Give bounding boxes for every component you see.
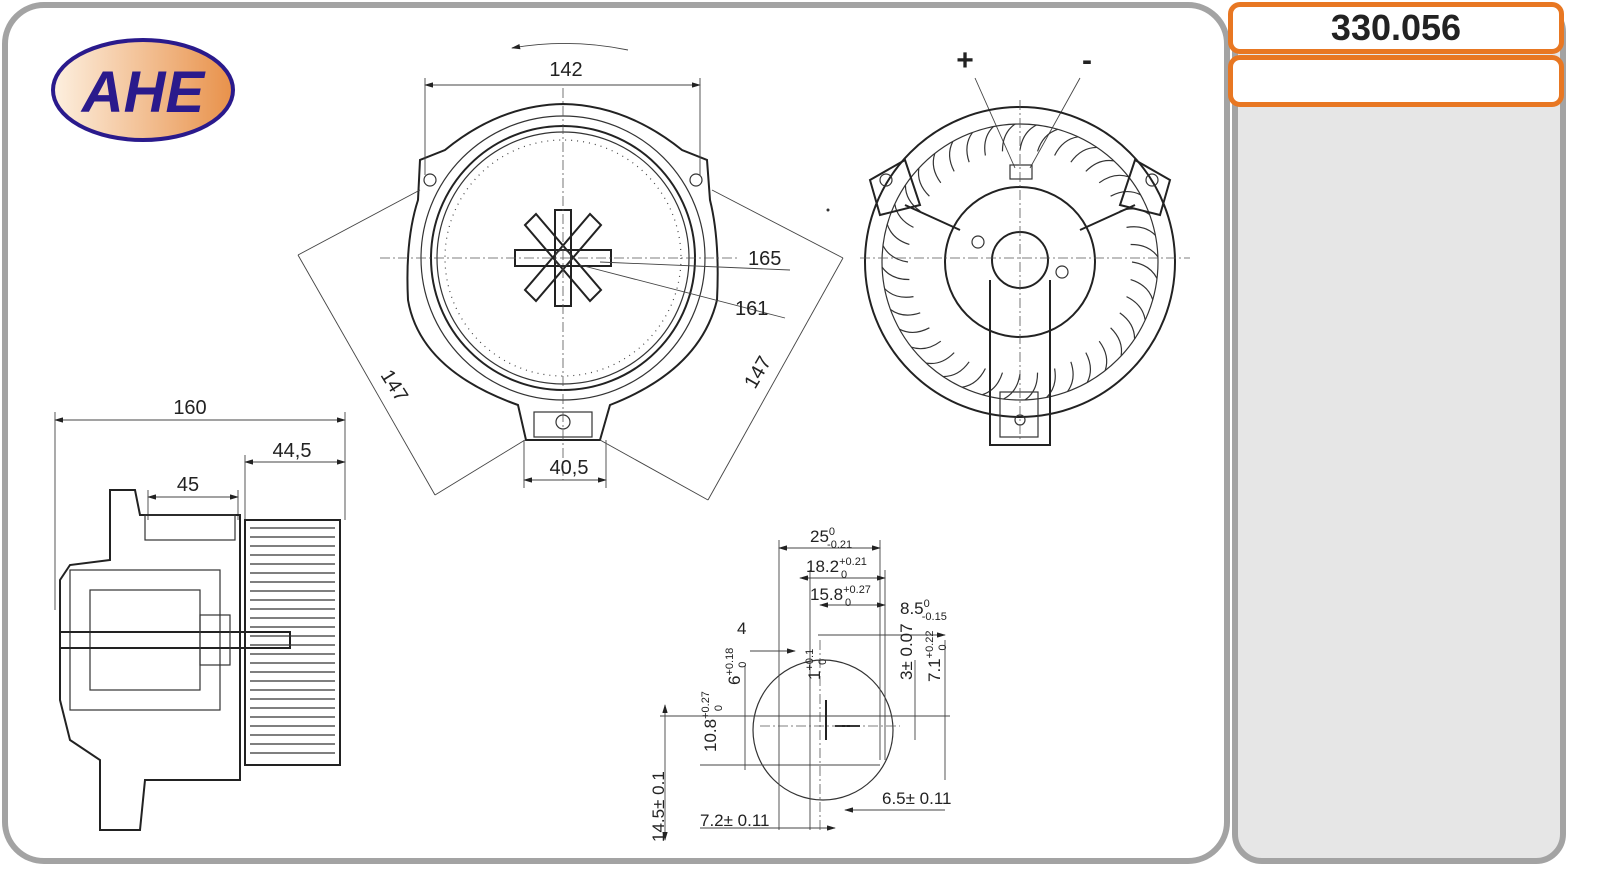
rear-view: + - <box>826 44 1190 446</box>
svg-text:147: 147 <box>740 353 776 393</box>
svg-text:6+0.180: 6+0.180 <box>724 648 749 685</box>
svg-text:1+0.10: 1+0.10 <box>804 649 829 680</box>
svg-text:-: - <box>1082 44 1092 77</box>
fan-blade <box>1098 340 1108 371</box>
fan-blade <box>949 141 955 172</box>
fan-blade <box>917 168 930 197</box>
fan-blade <box>886 224 910 246</box>
fan-blade <box>926 352 955 365</box>
svg-text:161: 161 <box>735 298 768 320</box>
fan-blade <box>911 340 942 350</box>
rotation-arrow-icon <box>511 43 629 51</box>
fan-blade <box>1085 159 1114 172</box>
ahe-logo: AHE <box>51 38 235 142</box>
drawing-panel <box>2 2 1230 864</box>
fan-blade <box>899 327 930 333</box>
empty-info-box <box>1228 55 1564 107</box>
svg-text:18.2+0.210: 18.2+0.210 <box>806 556 867 581</box>
svg-text:8.50-0.15: 8.50-0.15 <box>900 598 947 623</box>
svg-text:7.1+0.220: 7.1+0.220 <box>924 631 949 682</box>
fan-blade <box>961 368 986 388</box>
side-view: 160 44,5 45 <box>54 397 346 831</box>
fan-blade <box>1130 278 1154 300</box>
fan-blade <box>1036 128 1058 152</box>
svg-text:142: 142 <box>549 59 582 81</box>
fan-blade <box>932 153 942 184</box>
fan-blade <box>1110 191 1141 197</box>
svg-text:165: 165 <box>748 248 781 270</box>
svg-text:3± 0.07: 3± 0.07 <box>897 623 916 680</box>
svg-text:44,5: 44,5 <box>273 440 312 462</box>
fan-blade <box>1098 174 1129 184</box>
fan-blade <box>943 361 970 378</box>
svg-text:160: 160 <box>173 397 206 419</box>
fan-blade <box>894 203 914 228</box>
part-number: 330.056 <box>1228 2 1564 54</box>
svg-text:40,5: 40,5 <box>550 457 589 479</box>
svg-text:15.8+0.270: 15.8+0.270 <box>810 584 871 609</box>
front-view: 142 165 161 147 147 40,5 <box>297 43 844 501</box>
fan-blade <box>1131 261 1158 279</box>
svg-text:+: + <box>956 44 974 77</box>
fan-blade <box>1085 352 1091 383</box>
fan-blade <box>881 266 910 281</box>
svg-text:4: 4 <box>737 619 746 638</box>
fan-blade <box>1070 146 1097 163</box>
info-panel <box>1232 2 1566 864</box>
fan-blade <box>1054 136 1079 156</box>
svg-text:7.2± 0.11: 7.2± 0.11 <box>700 811 770 830</box>
fan-blade <box>1066 361 1074 392</box>
fan-blade <box>882 245 909 263</box>
fan-blade <box>984 126 994 156</box>
svg-text:10.8+0.270: 10.8+0.270 <box>700 691 725 752</box>
fan-blade <box>904 185 921 212</box>
fan-blade <box>1126 296 1146 321</box>
svg-text:6.5± 0.11: 6.5± 0.11 <box>882 789 952 808</box>
fan-blade <box>1003 373 1021 400</box>
fan-blade <box>1130 243 1159 258</box>
fan-blade <box>982 372 1004 396</box>
fan-blade <box>1019 124 1037 151</box>
svg-text:AHE: AHE <box>80 60 207 125</box>
fan-blade <box>1024 372 1039 401</box>
fan-blade <box>884 288 914 298</box>
fan-blade <box>966 132 974 163</box>
fan-blade <box>1110 327 1123 356</box>
fan-blade <box>1046 368 1056 398</box>
fan-blade <box>1126 226 1156 236</box>
fan-blade <box>890 308 921 316</box>
fan-blade <box>1119 312 1136 339</box>
fan-blade <box>1001 123 1016 152</box>
svg-text:250-0.21: 250-0.21 <box>810 526 852 551</box>
svg-text:45: 45 <box>177 474 199 496</box>
svg-text:14.5± 0.1: 14.5± 0.1 <box>649 771 668 842</box>
